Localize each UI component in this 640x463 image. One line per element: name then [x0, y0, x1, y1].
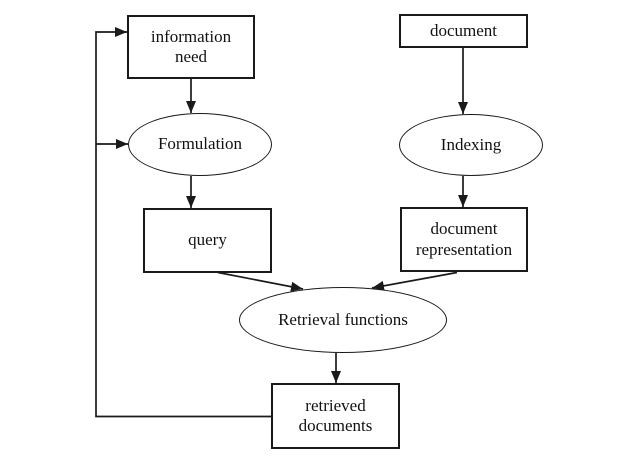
node-document-representation-label: document representation [415, 219, 513, 259]
node-document: document [399, 14, 528, 48]
node-retrieved-documents: retrieved documents [271, 383, 400, 449]
node-formulation-label: Formulation [157, 134, 243, 154]
node-information-need: information need [127, 15, 255, 79]
node-query: query [143, 208, 272, 273]
node-indexing: Indexing [399, 114, 543, 176]
edge-query-to-retrieval-functions [217, 271, 304, 292]
edge-document-representation-to-retrieval-functions [371, 271, 458, 291]
node-information-need-label: information need [150, 26, 232, 66]
node-retrieval-functions-label: Retrieval functions [278, 309, 408, 329]
node-document-representation: document representation [400, 207, 528, 272]
node-retrieved-documents-label: retrieved documents [298, 395, 373, 435]
node-indexing-label: Indexing [440, 134, 502, 154]
node-retrieval-functions: Retrieval functions [239, 287, 447, 353]
node-formulation: Formulation [128, 113, 272, 176]
node-query-label: query [188, 230, 227, 250]
node-document-label: document [429, 20, 498, 40]
